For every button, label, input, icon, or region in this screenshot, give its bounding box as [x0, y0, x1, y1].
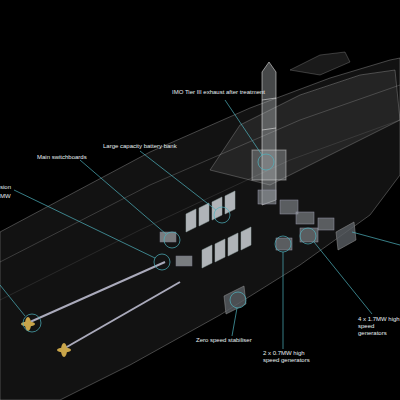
stabiliser-fin — [224, 286, 246, 314]
stack-rib — [262, 98, 276, 100]
leader-line — [80, 160, 166, 234]
generators — [258, 190, 334, 250]
battery-unit — [228, 233, 238, 256]
leader-line — [225, 100, 262, 155]
callout-ring — [300, 228, 316, 244]
callout-label: Main switchboards — [37, 154, 97, 161]
generator — [280, 200, 298, 214]
generator — [258, 190, 276, 204]
callout-ring — [154, 254, 170, 270]
generator — [318, 218, 334, 230]
leader-line — [14, 190, 155, 258]
callout-label: 4 x 1.7MW high speed generators — [358, 316, 400, 337]
propeller — [57, 348, 71, 353]
battery-unit — [199, 203, 209, 226]
propeller-shaft — [65, 282, 180, 348]
switchboard — [176, 256, 192, 266]
leader-lines — [0, 100, 400, 349]
exhaust-treatment — [252, 150, 286, 180]
callout-label: sion — [0, 184, 20, 191]
battery-unit — [202, 245, 212, 268]
callout-label: Large capacity battery bank — [103, 143, 193, 150]
exhaust-stack — [262, 62, 276, 205]
callout-ring — [230, 292, 246, 308]
callout-label: Zero speed stabiliser — [196, 337, 266, 344]
callout-ring — [23, 314, 41, 332]
propeller-shaft — [30, 262, 165, 322]
bridge-top — [290, 52, 350, 75]
callout-label: MW — [0, 193, 20, 200]
leader-line — [232, 308, 237, 336]
callout-ring — [164, 232, 180, 248]
battery-unit — [215, 239, 225, 262]
generator — [296, 212, 314, 224]
leader-line — [352, 232, 400, 245]
callout-label: IMO Tier III exhaust after treatment — [172, 89, 282, 96]
callout-ring — [258, 154, 274, 170]
propellers — [21, 317, 71, 357]
hull — [0, 58, 400, 400]
battery-unit — [225, 191, 235, 214]
switchboards — [160, 232, 192, 266]
superstructure — [210, 70, 400, 185]
battery-unit — [186, 209, 196, 232]
battery-unit — [241, 227, 251, 250]
stack-rib — [262, 128, 276, 130]
callout-label: 2 x 0.7MW high speed generators — [263, 350, 313, 364]
callout-ring — [275, 236, 291, 252]
leader-line — [140, 151, 216, 210]
battery-bank — [186, 191, 251, 268]
stabiliser-fin — [336, 222, 356, 250]
leader-line — [0, 285, 25, 316]
callout-ring — [214, 207, 230, 223]
leader-line — [283, 252, 284, 349]
switchboard — [160, 232, 176, 242]
leader-line — [314, 242, 372, 314]
